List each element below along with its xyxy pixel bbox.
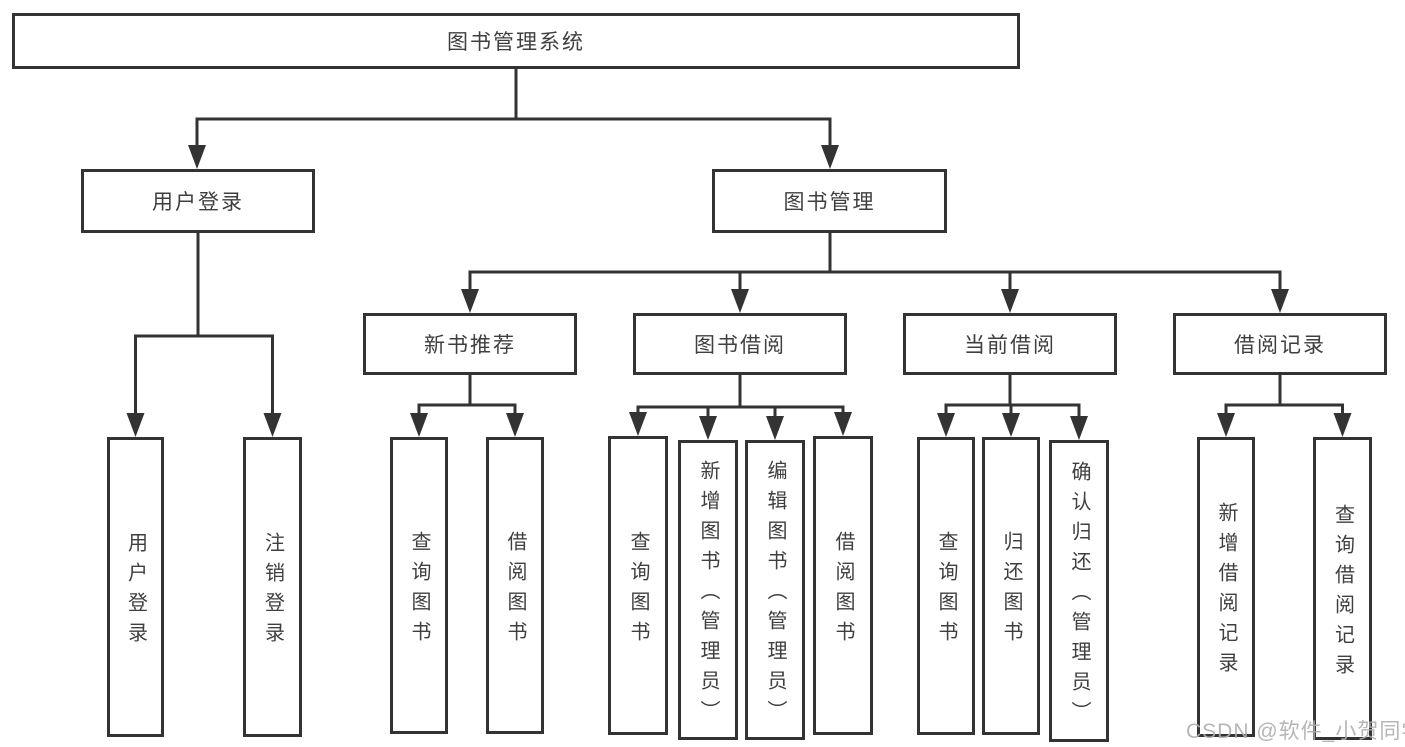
- node-library-system-label: 图书管理系统: [447, 31, 585, 54]
- watermark: CSDN @软件_小贺同学: [1186, 720, 1405, 743]
- node-user-login-action-label: 用户登录: [124, 532, 147, 652]
- node-new-book-recommend: 新书推荐: [363, 313, 577, 375]
- node-query-books-2: 查询图书: [608, 436, 668, 735]
- node-edit-books-admin-label: 编辑图书（管理员）: [764, 460, 786, 730]
- node-confirm-return-admin-label: 确认归还（管理员）: [1068, 461, 1090, 731]
- node-add-books-admin: 新增图书（管理员）: [678, 440, 738, 740]
- node-return-books: 归还图书: [982, 437, 1040, 735]
- node-query-books-3: 查询图书: [917, 437, 975, 735]
- node-borrow-books-label: 借阅图书: [504, 530, 526, 651]
- node-borrow-books-2: 借阅图书: [813, 436, 873, 735]
- node-query-books-3-label: 查询图书: [935, 531, 957, 651]
- node-user-login: 用户登录: [81, 169, 315, 233]
- node-current-borrowing: 当前借阅: [903, 313, 1117, 375]
- node-borrow-records-label: 借阅记录: [1234, 334, 1326, 357]
- node-borrow-books: 借阅图书: [486, 437, 544, 734]
- node-query-books: 查询图书: [390, 437, 448, 734]
- node-new-book-recommend-label: 新书推荐: [424, 334, 516, 357]
- node-query-books-2-label: 查询图书: [627, 530, 649, 651]
- node-user-login-label: 用户登录: [152, 191, 244, 214]
- node-query-borrow-record: 查询借阅记录: [1313, 437, 1372, 740]
- node-library-system: 图书管理系统: [12, 13, 1020, 69]
- node-book-borrowing-label: 图书借阅: [694, 334, 786, 357]
- node-user-login-action: 用户登录: [107, 437, 164, 737]
- node-add-borrow-record: 新增借阅记录: [1197, 437, 1255, 737]
- node-add-books-admin-label: 新增图书（管理员）: [697, 460, 719, 730]
- node-confirm-return-admin: 确认归还（管理员）: [1049, 440, 1109, 742]
- node-query-borrow-record-label: 查询借阅记录: [1331, 503, 1354, 684]
- node-add-borrow-record-label: 新增借阅记录: [1215, 502, 1237, 682]
- node-current-borrowing-label: 当前借阅: [964, 334, 1056, 357]
- node-book-management: 图书管理: [712, 169, 947, 233]
- node-query-books-label: 查询图书: [408, 530, 430, 651]
- node-logout: 注销登录: [243, 437, 302, 737]
- node-edit-books-admin: 编辑图书（管理员）: [745, 440, 805, 740]
- node-book-management-label: 图书管理: [783, 191, 876, 214]
- node-logout-label: 注销登录: [261, 532, 284, 652]
- node-borrow-books-2-label: 借阅图书: [832, 530, 854, 651]
- node-borrow-records: 借阅记录: [1173, 313, 1387, 375]
- node-return-books-label: 归还图书: [1000, 531, 1022, 651]
- node-book-borrowing: 图书借阅: [633, 313, 847, 375]
